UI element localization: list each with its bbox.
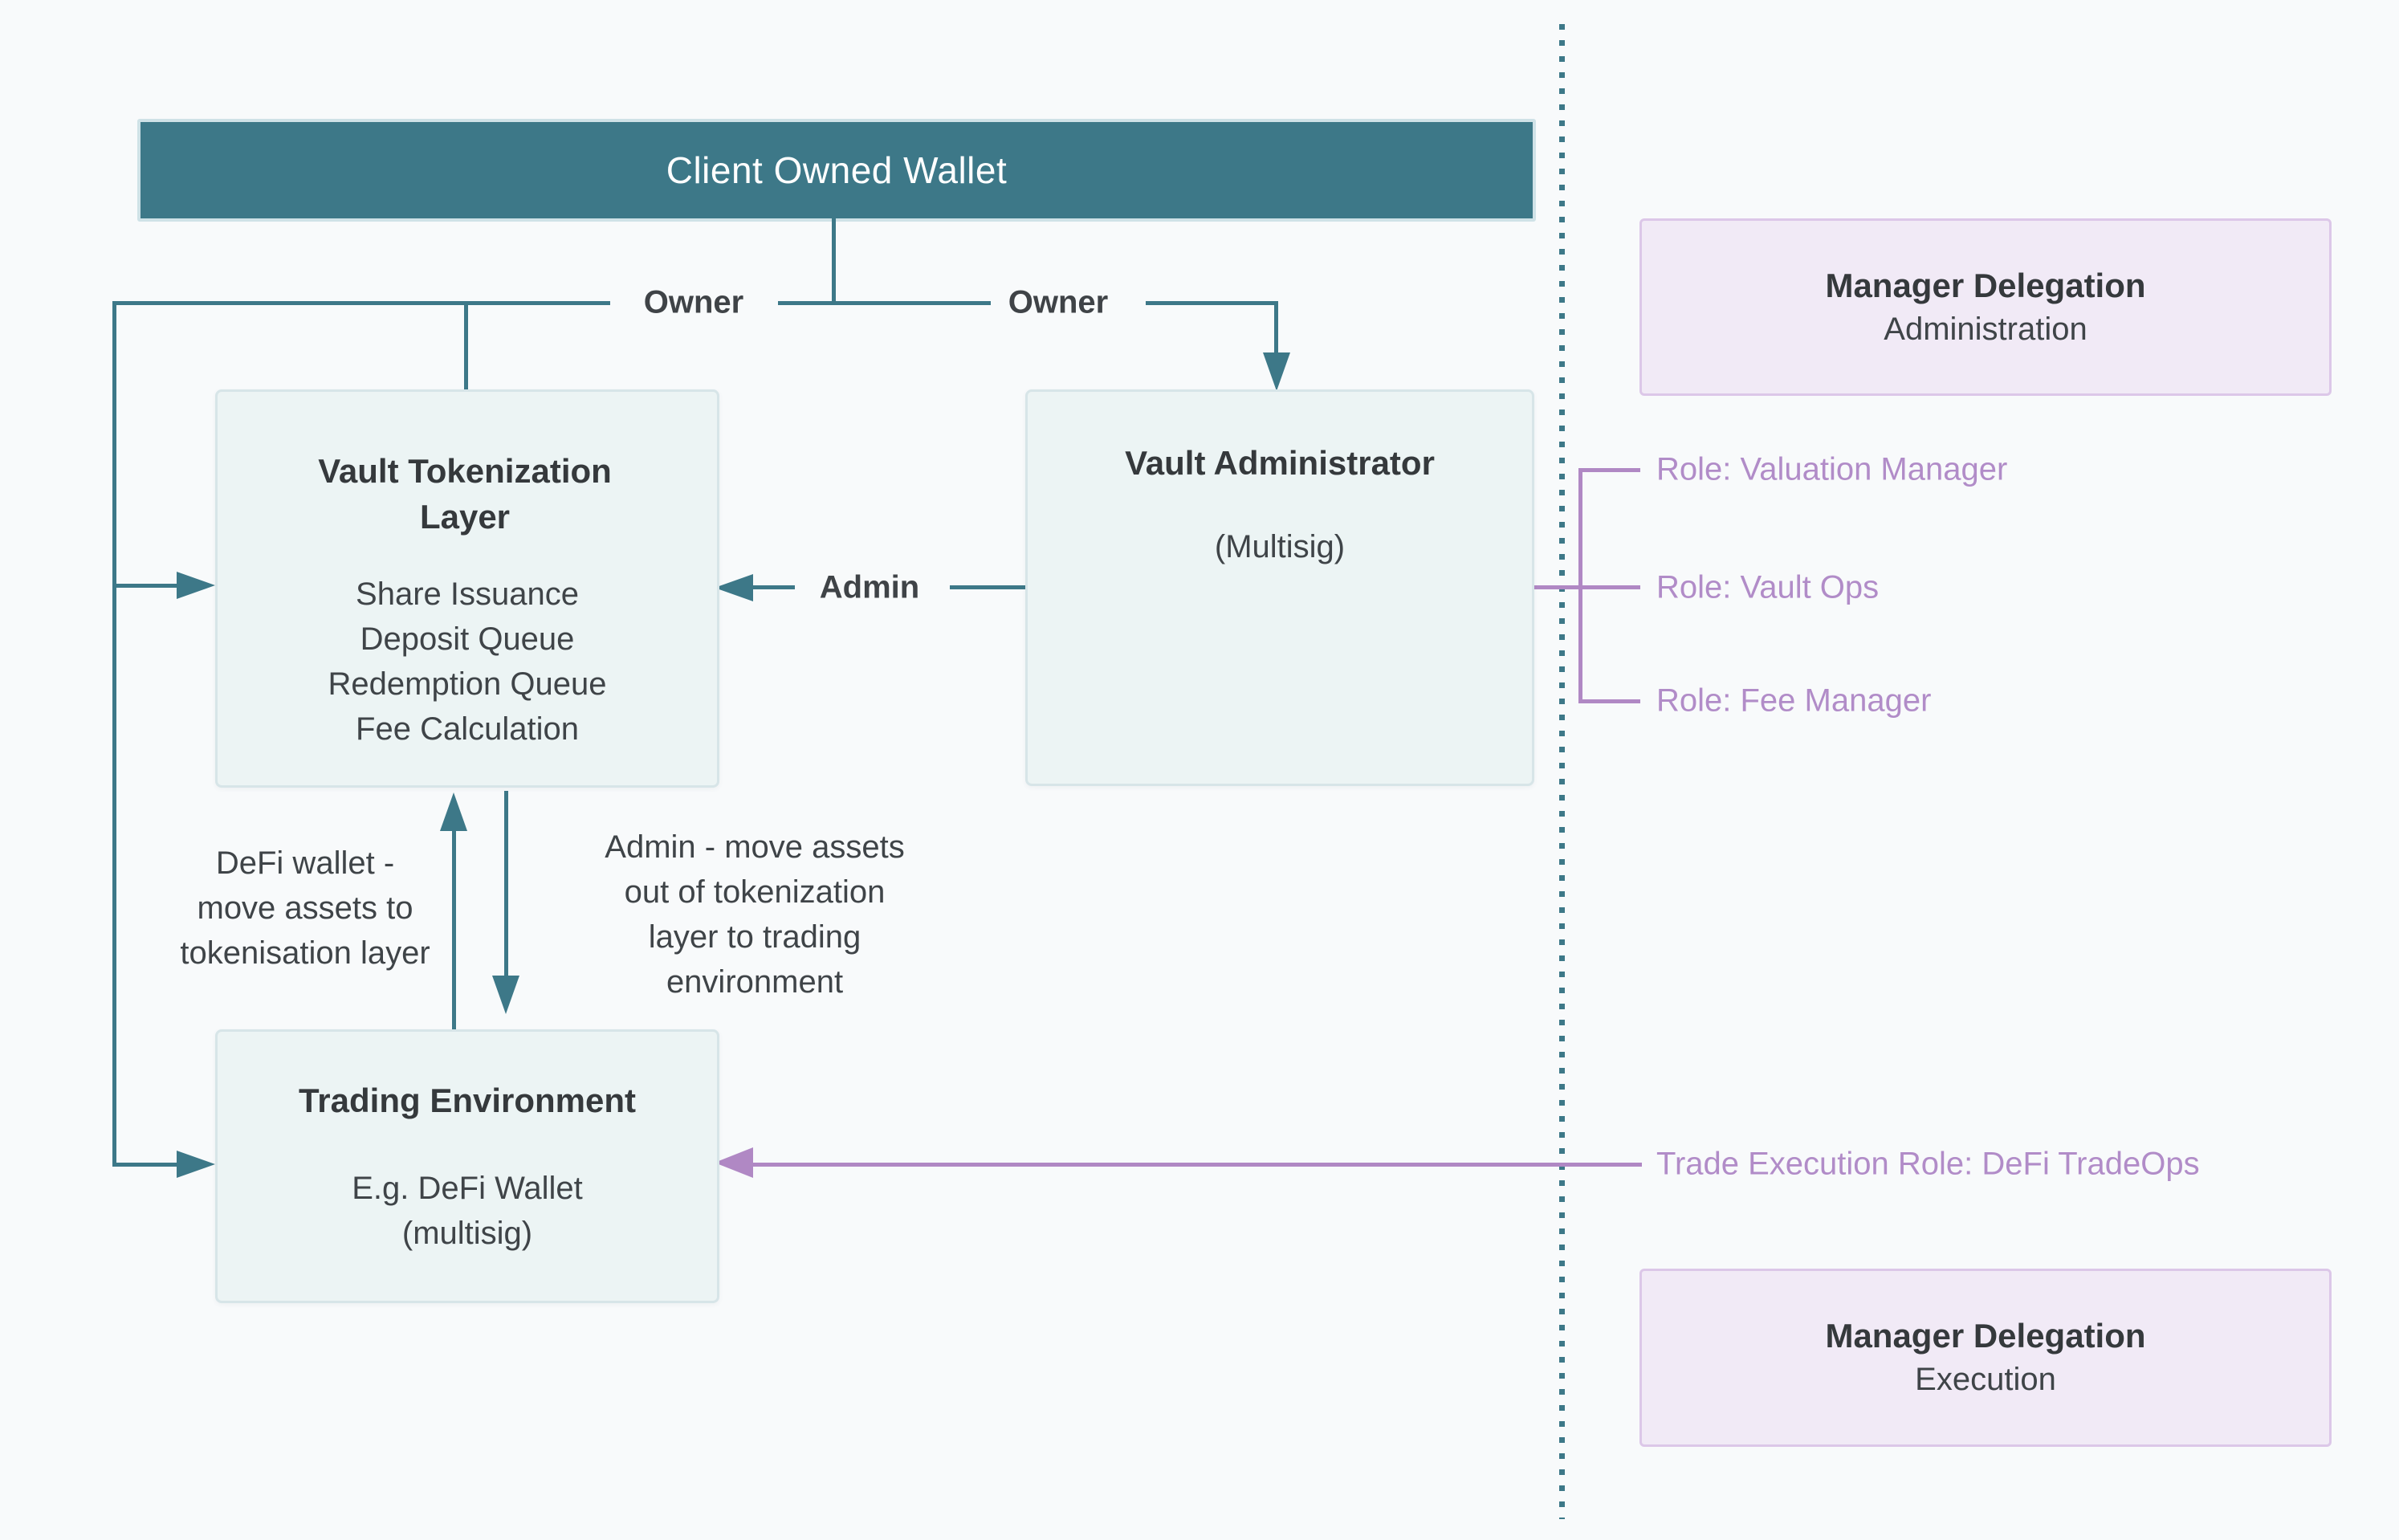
owner-label-left: Owner (632, 284, 756, 321)
client-owned-wallet-box: Client Owned Wallet (137, 119, 1536, 222)
vault-tokenization-item: Redemption Queue (328, 666, 607, 702)
admin-label: Admin (808, 569, 931, 606)
connector-rail-to-vault-tokenization (112, 584, 178, 588)
connector-role-stub-2 (1578, 585, 1640, 589)
trading-environment-box: Trading Environment E.g. DeFi Wallet (mu… (215, 1029, 719, 1303)
connector-up-arrow-shaft (452, 829, 456, 1029)
role-fee-manager: Role: Fee Manager (1656, 682, 1932, 719)
arrowhead-up-to-tokenization-icon (440, 792, 467, 831)
vault-tokenization-item: Deposit Queue (360, 621, 575, 657)
connector-admin-seg2 (950, 585, 1025, 589)
client-owned-wallet-title: Client Owned Wallet (666, 149, 1008, 191)
arrowhead-right-vault-tokenization-icon (177, 572, 215, 599)
connector-left-rail (112, 301, 116, 1167)
trading-environment-line2: (multisig) (401, 1216, 533, 1251)
connector-owner-to-vault-tokenization (464, 301, 468, 389)
vault-administrator-subtitle: (Multisig) (1214, 529, 1346, 564)
connector-owner-row-seg1 (112, 301, 610, 305)
connector-owner-to-vault-admin (1274, 301, 1278, 354)
trading-environment-line1: E.g. DeFi Wallet (352, 1171, 583, 1206)
manager-delegation-administration-title: Manager Delegation (1825, 266, 2146, 304)
vault-administrator-title: Vault Administrator (1125, 444, 1435, 482)
manager-delegation-execution-subtitle: Execution (1915, 1362, 2056, 1397)
connector-trade-execution (753, 1163, 1642, 1167)
vault-tokenization-item: Share Issuance (356, 576, 579, 612)
vault-tokenization-title: Vault Tokenization Layer (318, 452, 612, 536)
connector-header-drop (832, 215, 836, 303)
role-valuation-manager: Role: Valuation Manager (1656, 451, 2008, 487)
arrowhead-down-to-trading-icon (492, 976, 519, 1014)
admin-move-caption: Admin - move assets out of tokenization … (605, 829, 905, 1000)
connector-role-stub-3 (1578, 699, 1640, 703)
connector-role-stub-1 (1578, 468, 1640, 472)
dotted-separator (1559, 24, 1565, 1519)
connector-owner-row-seg3 (1146, 301, 1278, 305)
vault-tokenization-box: Vault Tokenization Layer Share Issuance … (215, 389, 719, 788)
role-vault-ops: Role: Vault Ops (1656, 569, 1880, 605)
connector-down-arrow-shaft (504, 791, 508, 977)
defi-wallet-caption: DeFi wallet - move assets to tokenisatio… (180, 845, 430, 971)
connector-rail-to-trading (112, 1163, 178, 1167)
owner-label-right: Owner (996, 284, 1120, 321)
vault-tokenization-item: Fee Calculation (356, 711, 579, 747)
manager-delegation-execution-title: Manager Delegation (1825, 1317, 2146, 1355)
connector-admin-seg1 (753, 585, 795, 589)
arrowhead-down-vault-admin-icon (1263, 352, 1290, 391)
arrowhead-left-admin-icon (715, 574, 753, 601)
arrowhead-right-trading-icon (177, 1151, 215, 1178)
arrowhead-left-trade-execution-icon (715, 1147, 753, 1178)
connector-vault-admin-to-bracket (1529, 585, 1580, 589)
trade-execution-role-label: Trade Execution Role: DeFi TradeOps (1656, 1146, 2200, 1182)
trading-environment-title: Trading Environment (298, 1082, 637, 1119)
manager-delegation-administration-box: Manager Delegation Administration (1639, 218, 2332, 396)
vault-administrator-box: Vault Administrator (Multisig) (1025, 389, 1534, 786)
manager-delegation-administration-subtitle: Administration (1884, 311, 2087, 347)
connector-owner-row-seg2 (778, 301, 991, 305)
manager-delegation-execution-box: Manager Delegation Execution (1639, 1269, 2332, 1447)
